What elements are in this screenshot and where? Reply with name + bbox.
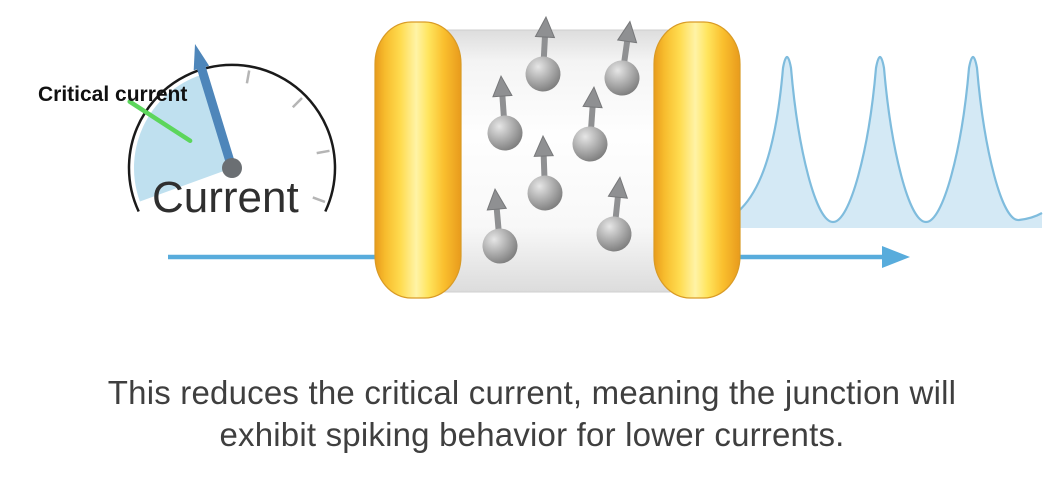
gauge-tick bbox=[245, 70, 251, 84]
caption-line-1: This reduces the critical current, meani… bbox=[107, 374, 957, 411]
junction-right-cap bbox=[653, 21, 741, 299]
junction-left-cap bbox=[374, 21, 462, 299]
caption: This reduces the critical current, meani… bbox=[0, 372, 1064, 456]
gauge-needle bbox=[196, 63, 237, 173]
current-label: Current bbox=[152, 173, 299, 222]
gauge-needle-head-icon bbox=[193, 44, 210, 71]
gauge-meter: Critical current Current bbox=[38, 44, 337, 222]
gauge-needle-pivot bbox=[222, 158, 242, 178]
diagram-svg: Critical current Current bbox=[38, 0, 1043, 299]
spike-waveform bbox=[705, 55, 1043, 228]
spike-waveform-fill bbox=[706, 57, 1042, 228]
critical-current-tick bbox=[127, 99, 193, 144]
gauge-tick bbox=[316, 149, 330, 155]
spike-waveform-line bbox=[705, 55, 1043, 227]
critical-current-label: Critical current bbox=[38, 83, 187, 106]
gauge-tick bbox=[312, 196, 326, 204]
gauge-tick bbox=[291, 97, 303, 109]
junction bbox=[374, 16, 741, 299]
caption-line-2: exhibit spiking behavior for lower curre… bbox=[219, 416, 845, 453]
gauge-arc bbox=[127, 63, 337, 213]
current-flow-arrowhead-icon bbox=[882, 246, 910, 268]
